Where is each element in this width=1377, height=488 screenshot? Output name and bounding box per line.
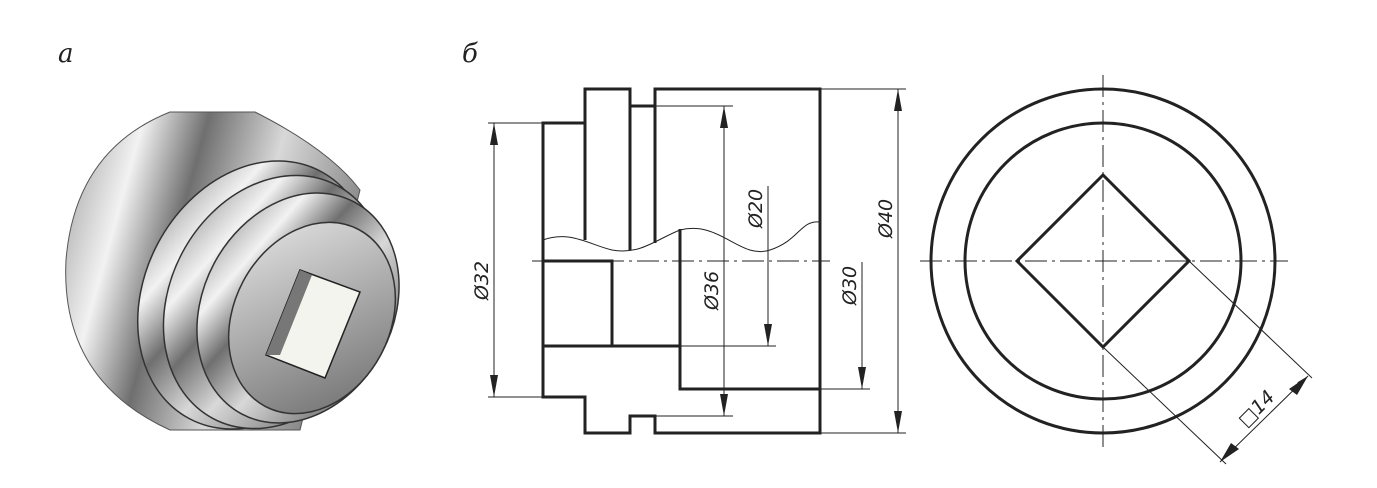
isometric-part-render (65, 111, 400, 431)
end-view: □14 (920, 75, 1313, 465)
dim-d36: Ø36 (701, 271, 723, 311)
half-section-view: Ø32 Ø36 Ø20 Ø30 Ø40 (471, 87, 906, 435)
dim-square14: □14 (1234, 386, 1279, 431)
dim-d32: Ø32 (471, 261, 493, 301)
view-b-label: б (462, 39, 478, 69)
view-a-label: а (58, 39, 74, 69)
dim-d30: Ø30 (839, 266, 861, 306)
dim-d40: Ø40 (875, 199, 897, 239)
dim-d20: Ø20 (745, 189, 767, 229)
